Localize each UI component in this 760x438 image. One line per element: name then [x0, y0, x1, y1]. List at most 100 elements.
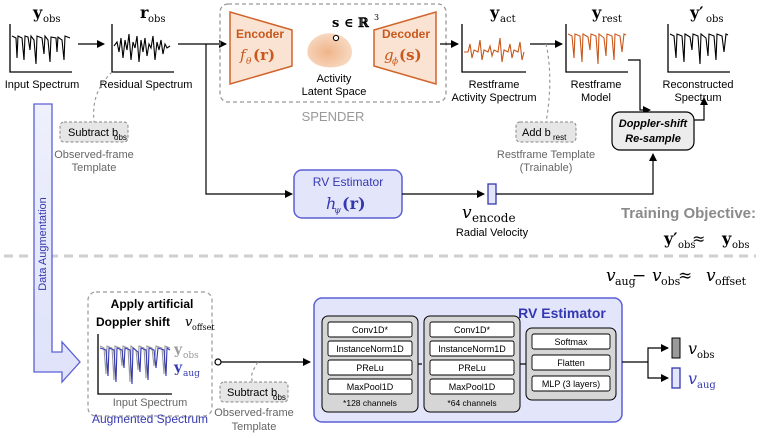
block2-layer-2: PReLu	[458, 363, 486, 373]
subtract-b-obs-box-bottom: Subtract b obs	[219, 381, 289, 403]
add-b-rest-box: Add b rest	[515, 121, 577, 143]
v-encode-box	[487, 183, 497, 205]
input-junction	[214, 358, 222, 366]
decoder-func-sub: ϕ	[392, 57, 398, 67]
reconstructed-plot: y′ obs Reconstructed Spectrum	[663, 3, 734, 104]
augmentation-box	[87, 291, 213, 417]
residual-spectrum-label: Residual Spectrum	[100, 79, 193, 91]
encoder-func: f	[239, 46, 248, 64]
block2-layer-0: Conv1D*	[454, 325, 491, 335]
residual-spectrum-plot: r obs Residual Spectrum	[100, 3, 193, 91]
rest-label-1: Restframe	[571, 79, 622, 91]
training-objective-equation: y′ obs ≈ y obs	[663, 229, 750, 251]
recon-spectrum-line	[669, 32, 729, 65]
block2-layer-1: InstanceNorm1D	[438, 344, 506, 354]
y-rest-label: y	[591, 3, 602, 22]
radial-velocity-label: Radial Velocity	[456, 227, 529, 239]
relation-v1: v	[606, 266, 616, 286]
r-obs-sub: obs	[148, 14, 166, 25]
apply-label-1: Apply artificial	[111, 297, 194, 311]
activity-spectrum-line	[464, 37, 525, 63]
v-aug-box	[671, 367, 681, 389]
block1-layer-2: PReLu	[356, 363, 384, 373]
out-v-obs-sub: obs	[697, 350, 715, 361]
y-recon-sub: obs	[706, 14, 724, 25]
v-encode-label: v	[462, 203, 472, 223]
v-encode-sub: encode	[472, 211, 516, 225]
latent-label-2: Latent Space	[302, 86, 367, 98]
out-v-aug-sub: aug	[697, 380, 716, 391]
doppler-label-2: Re-sample	[625, 133, 681, 145]
subtract-label-bottom: Subtract b	[227, 387, 277, 399]
activity-label-1: Restframe	[469, 79, 520, 91]
encoder-title: Encoder	[236, 27, 284, 41]
y-act-sub: act	[500, 14, 516, 25]
rv-estimator-title-bottom: RV Estimator	[518, 305, 606, 321]
relation-v2: v	[652, 266, 662, 286]
block3-layer-0: Softmax	[554, 337, 588, 347]
arrow-vencode-to-doppler	[496, 153, 657, 195]
conv-block-2: Conv1D* InstanceNorm1D PReLu MaxPool1D *…	[423, 315, 521, 413]
decoder-block: Decoder g ϕ (s)	[373, 11, 437, 85]
conv-block-1: Conv1D* InstanceNorm1D PReLu MaxPool1D *…	[321, 315, 419, 413]
doppler-label-1: Doppler-shift	[619, 118, 689, 130]
input-spectrum-line	[11, 34, 71, 65]
apply-label-2: Doppler shift	[96, 315, 170, 329]
relation-v1-sub: aug	[615, 275, 636, 288]
y-obs-label: y	[32, 3, 43, 22]
spender-box	[219, 3, 447, 103]
v-obs-box	[671, 337, 681, 359]
recon-label-1: Reconstructed	[663, 79, 734, 91]
rv-estimator-top: RV Estimator h ψ (r)	[293, 169, 403, 219]
relation-op2: ≈	[678, 266, 692, 286]
y-obs-sub: obs	[43, 14, 61, 25]
objective-op: ≈	[692, 229, 705, 248]
encoder-arg: (r)	[253, 46, 275, 64]
block3-layer-2: MLP (3 layers)	[542, 379, 600, 389]
rv-func: h	[326, 194, 336, 213]
add-label: Add b	[522, 127, 551, 139]
spender-label: SPENDER	[302, 109, 365, 124]
block2-layer-3: MaxPool1D	[449, 382, 496, 392]
subtract-connector-top	[93, 71, 113, 123]
decoder-title: Decoder	[382, 27, 430, 41]
input-spectrum-plot: y obs Input Spectrum	[5, 3, 80, 91]
block2-note: *64 channels	[447, 398, 496, 408]
block1-layer-0: Conv1D*	[352, 325, 389, 335]
observed-frame-template-bottom-2: Template	[232, 421, 277, 433]
encoder-block: Encoder f θ (r)	[229, 11, 293, 85]
mlp-block: Softmax Flatten MLP (3 layers)	[525, 327, 617, 401]
legend-y-aug: y	[173, 360, 183, 376]
y-recon-label: y′	[689, 3, 704, 22]
rv-arg: (r)	[342, 194, 366, 213]
objective-lhs-sub: obs	[678, 240, 696, 251]
latent-blob	[307, 33, 352, 68]
latent-space: s ∈ ℝ 3 Activity Latent Space	[302, 13, 380, 98]
restframe-template-1: Restframe Template	[497, 149, 595, 161]
subtract-b-obs-box-top: Subtract b obs	[59, 121, 129, 143]
legend-y-aug-sub: aug	[183, 369, 200, 379]
rv-estimator-bottom: RV Estimator Conv1D* InstanceNorm1D PReL…	[313, 297, 623, 423]
restframe-template-2: (Trainable)	[520, 162, 573, 174]
block1-layer-3: MaxPool1D	[347, 382, 394, 392]
arrow-to-v-aug	[647, 362, 669, 382]
subtract-sub-bottom: obs	[273, 393, 286, 402]
arrow-to-v-obs	[647, 344, 669, 362]
residual-spectrum-line	[113, 33, 171, 63]
activity-axes	[461, 24, 526, 73]
arrow-doppler-to-recon	[694, 97, 708, 121]
observed-frame-template-top-2: Template	[72, 162, 117, 174]
legend-y-obs: y	[173, 342, 183, 358]
objective-rhs-sub: obs	[732, 240, 750, 251]
activity-label-2: Activity Spectrum	[452, 92, 537, 104]
add-sub: rest	[553, 133, 567, 142]
activity-spectrum-plot: y act Restframe Activity Spectrum	[452, 3, 537, 104]
recon-label-2: Spectrum	[674, 92, 721, 104]
data-augmentation-label: Data Augmentation	[37, 197, 49, 291]
observed-frame-template-bottom-1: Observed-frame	[214, 407, 293, 419]
add-connector	[545, 43, 551, 123]
y-aug-line	[99, 346, 171, 385]
latent-label-1: Activity	[317, 73, 352, 85]
subtract-sub-top: obs	[114, 133, 127, 142]
